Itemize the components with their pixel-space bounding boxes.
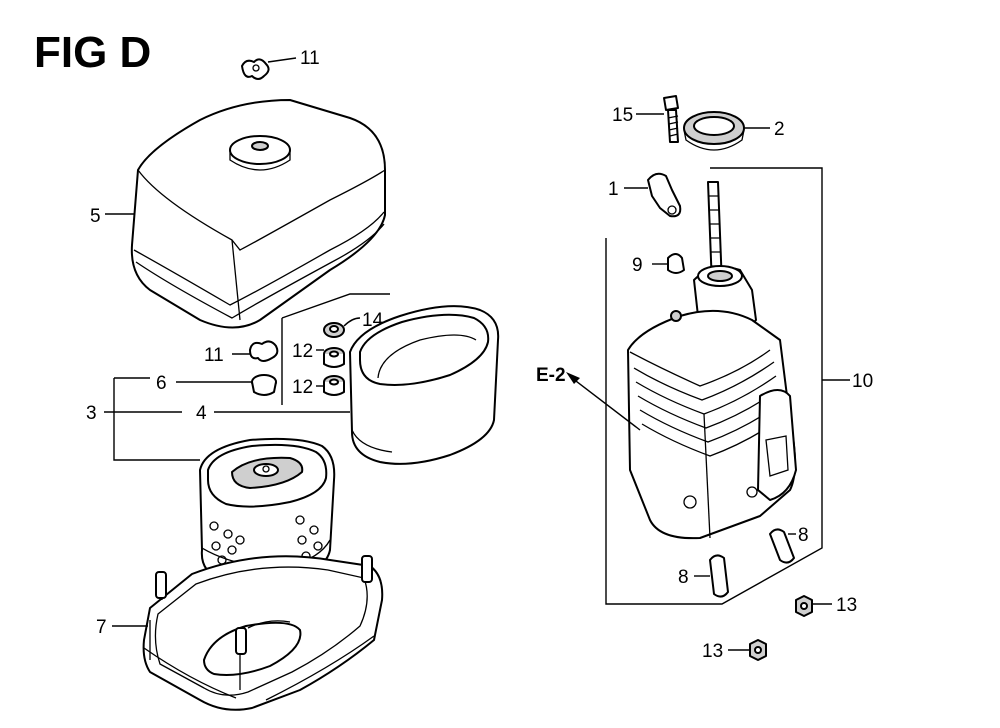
callout-10: 10 <box>852 371 873 392</box>
part-pin-left <box>709 554 729 598</box>
part-nut-14 <box>323 322 345 338</box>
part-bolt <box>663 95 679 143</box>
part-collar-lower <box>323 375 345 396</box>
callout-13-lower: 13 <box>702 641 723 662</box>
callout-9: 9 <box>632 255 643 276</box>
callout-2: 2 <box>774 119 785 140</box>
figure-title: FIG D <box>34 28 151 77</box>
part-plug <box>667 253 685 274</box>
callout-12-upper: 12 <box>292 341 313 362</box>
callout-8-right: 8 <box>798 525 809 546</box>
part-pin-right <box>769 528 795 564</box>
part-wing-nut-lower <box>249 340 279 362</box>
callout-8-left: 8 <box>678 567 689 588</box>
callout-7: 7 <box>96 617 107 638</box>
callout-12-lower: 12 <box>292 377 313 398</box>
part-paper-element <box>199 437 336 585</box>
callout-11-top: 11 <box>300 48 320 69</box>
callout-1: 1 <box>608 179 619 200</box>
callout-4: 4 <box>196 403 207 424</box>
callout-11-lower: 11 <box>204 345 224 366</box>
part-nut-13-upper <box>795 595 813 617</box>
callout-3: 3 <box>86 403 97 424</box>
callout-13-upper: 13 <box>836 595 857 616</box>
part-grommet <box>251 374 277 396</box>
callout-5: 5 <box>90 206 101 227</box>
part-wing-nut-top <box>241 58 270 80</box>
reference-e2: E-2 <box>536 365 566 386</box>
callout-6: 6 <box>156 373 167 394</box>
part-air-cleaner-base <box>142 555 384 711</box>
part-nut-13-lower <box>749 639 767 661</box>
part-outer-foam-element <box>349 305 500 465</box>
part-elbow-body <box>627 181 797 540</box>
callout-15: 15 <box>612 105 633 126</box>
part-clamp <box>647 172 682 218</box>
part-seal-ring <box>683 111 745 151</box>
part-air-cleaner-cover <box>130 99 386 329</box>
part-collar-upper <box>323 347 345 368</box>
